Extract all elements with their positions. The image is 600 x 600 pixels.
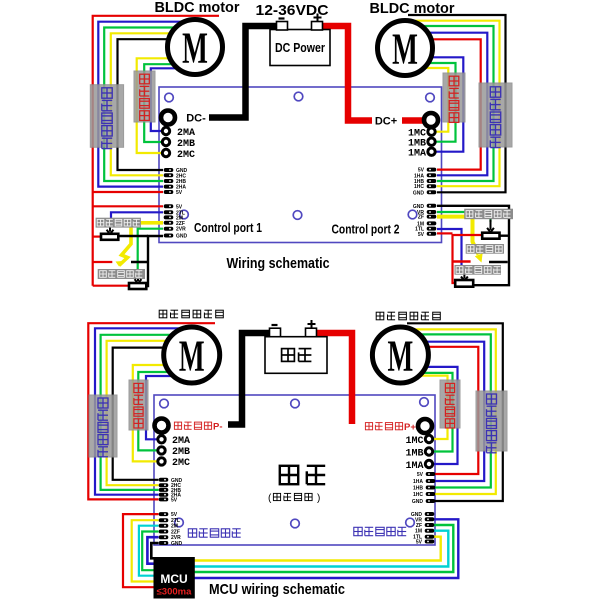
svg-text:2TL: 2TL bbox=[171, 518, 180, 524]
svg-text:2HB: 2HB bbox=[171, 488, 181, 494]
svg-text:DC-: DC- bbox=[186, 113, 206, 125]
svg-text:12-36VDC: 12-36VDC bbox=[256, 2, 329, 19]
svg-text:1MC: 1MC bbox=[408, 129, 426, 140]
svg-text:GND: GND bbox=[413, 204, 425, 210]
svg-text:1MA: 1MA bbox=[405, 461, 423, 472]
svg-text:M: M bbox=[182, 23, 208, 72]
svg-text:2VR: 2VR bbox=[176, 227, 186, 233]
svg-text:5V: 5V bbox=[418, 168, 425, 174]
svg-text:2MA: 2MA bbox=[172, 436, 190, 447]
svg-text:GND: GND bbox=[176, 234, 188, 240]
svg-text:2M: 2M bbox=[171, 524, 178, 530]
svg-text:GND: GND bbox=[171, 541, 183, 547]
svg-text:1HB: 1HB bbox=[413, 486, 423, 492]
svg-text:1MC: 1MC bbox=[405, 436, 423, 447]
svg-text:2VR: 2VR bbox=[171, 535, 181, 541]
svg-text:P+: P+ bbox=[404, 422, 416, 433]
svg-text:2MB: 2MB bbox=[177, 139, 195, 150]
svg-text:MCU: MCU bbox=[160, 572, 187, 586]
svg-text:VR: VR bbox=[417, 210, 424, 216]
svg-text:M: M bbox=[179, 331, 205, 380]
svg-text:ZF: ZF bbox=[418, 215, 424, 221]
svg-text:P-: P- bbox=[213, 421, 223, 432]
svg-text:2M: 2M bbox=[176, 215, 183, 221]
svg-text:2MC: 2MC bbox=[177, 150, 195, 161]
svg-text:1MB: 1MB bbox=[408, 139, 426, 150]
svg-text:BLDC motor: BLDC motor bbox=[370, 1, 455, 17]
svg-text:MCU wiring schematic: MCU wiring schematic bbox=[209, 581, 345, 598]
svg-text:5V: 5V bbox=[176, 190, 183, 196]
svg-text:DC Power: DC Power bbox=[275, 41, 325, 55]
svg-text:Control port 2: Control port 2 bbox=[332, 223, 400, 237]
svg-text:≤300ma: ≤300ma bbox=[157, 587, 193, 598]
svg-text:DC+: DC+ bbox=[375, 116, 397, 128]
svg-text:1HC: 1HC bbox=[414, 184, 424, 190]
svg-text:): ) bbox=[317, 493, 320, 504]
svg-text:1HC: 1HC bbox=[413, 492, 423, 498]
svg-text:1MA: 1MA bbox=[408, 149, 426, 160]
svg-text:5V: 5V bbox=[171, 512, 178, 518]
svg-text:5V: 5V bbox=[418, 232, 425, 238]
svg-text:2ZF: 2ZF bbox=[171, 530, 180, 536]
svg-text:5V: 5V bbox=[416, 540, 423, 546]
svg-text:5V: 5V bbox=[176, 204, 183, 210]
svg-text:2HC: 2HC bbox=[171, 483, 181, 489]
svg-text:1M: 1M bbox=[415, 529, 422, 535]
svg-text:1M: 1M bbox=[417, 221, 424, 227]
svg-text:M: M bbox=[388, 331, 414, 380]
svg-text:BLDC motor: BLDC motor bbox=[155, 0, 240, 16]
svg-text:Wiring schematic: Wiring schematic bbox=[227, 256, 330, 272]
svg-text:2HA: 2HA bbox=[171, 493, 181, 499]
svg-text:1MB: 1MB bbox=[405, 448, 423, 459]
svg-text:2ZF: 2ZF bbox=[176, 221, 185, 227]
svg-text:ZF: ZF bbox=[416, 523, 422, 529]
svg-text:GND: GND bbox=[412, 499, 424, 505]
svg-text:GND: GND bbox=[411, 512, 423, 518]
svg-text:1HA: 1HA bbox=[413, 479, 423, 485]
svg-text:GND: GND bbox=[176, 168, 188, 174]
svg-text:2HA: 2HA bbox=[176, 185, 186, 191]
svg-text:2HB: 2HB bbox=[176, 179, 186, 185]
svg-text:2MC: 2MC bbox=[172, 458, 190, 469]
svg-text:GND: GND bbox=[413, 190, 425, 196]
svg-text:1HB: 1HB bbox=[414, 179, 424, 185]
svg-text:VR: VR bbox=[415, 517, 422, 523]
svg-text:2HC: 2HC bbox=[176, 173, 186, 179]
svg-text:5V: 5V bbox=[171, 497, 178, 503]
svg-text:2TL: 2TL bbox=[176, 210, 185, 216]
svg-text:5V: 5V bbox=[417, 472, 424, 478]
svg-text:M: M bbox=[392, 24, 418, 73]
svg-text:GND: GND bbox=[171, 478, 183, 484]
svg-text:1HA: 1HA bbox=[414, 173, 424, 179]
svg-text:Control port 1: Control port 1 bbox=[194, 221, 262, 235]
svg-text:1TL: 1TL bbox=[415, 227, 424, 233]
svg-text:(: ( bbox=[268, 493, 272, 504]
svg-text:2MB: 2MB bbox=[172, 447, 190, 458]
svg-text:1TL: 1TL bbox=[413, 535, 422, 541]
svg-text:2MA: 2MA bbox=[177, 128, 195, 139]
